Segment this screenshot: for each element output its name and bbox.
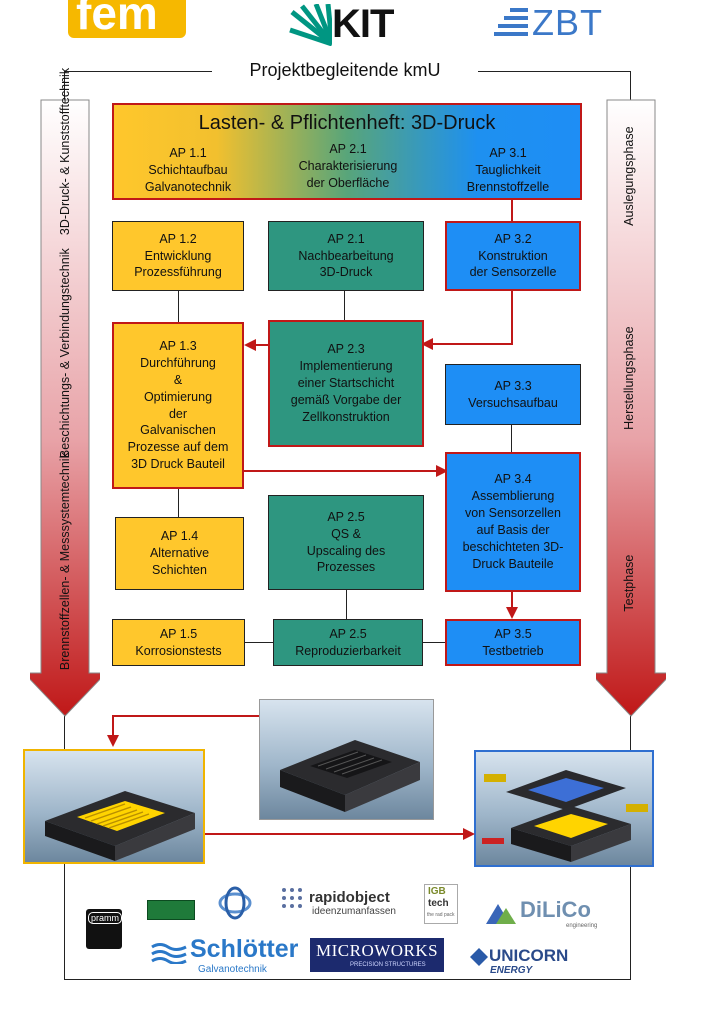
photo-conn-top-v [112,715,114,737]
photo-conn-bottom [205,833,463,835]
fem-logo: fem [68,0,186,38]
conn-12-13 [178,291,179,323]
zbt-logo-text: ZBT [532,2,603,43]
cell-render-left [23,749,205,864]
frame-right [630,71,631,101]
arrowhead-32-23 [421,338,433,350]
schloetter-logo-text: Schlötter [190,935,299,963]
conn-21-23 [344,291,345,320]
cell-render-middle [259,699,434,820]
fem-logo-text: fem [76,0,158,38]
left-label-3d: 3D-Druck- & Kunststofftechnik [57,67,72,236]
zbt-logo: ZBT [494,2,624,44]
conn-15-25b [245,642,273,643]
microworks-logo-sub: PRECISION STRUCTURES [350,962,426,968]
rapidobject-logo-sub: ideenzumanfassen [312,906,396,917]
sensor-cell-assembly-image [482,770,648,862]
pcb-logo [147,900,195,920]
pramm-logo-text: pramm [88,912,123,924]
zbt-stripes-icon [494,8,528,36]
kit-logo-text: KIT [332,2,394,46]
dilico-mark-icon [486,904,516,924]
schloetter-waves-icon [151,943,187,964]
right-label-herstellung: Herstellungsphase [621,326,636,430]
left-label-beschichtung: Beschichtungs- & Verbindungstechnik [57,248,72,459]
microworks-logo: MICROWORKS PRECISION STRUCTURES [310,938,444,972]
lastenheft-title: Lasten- & Pflichtenheft: 3D-Druck [198,112,496,134]
unicorn-mark-icon [470,948,488,966]
conn-32-23-h [430,343,513,345]
kit-logo: KIT [288,2,406,46]
rapidobject-logo-text: rapidobject [309,889,390,906]
schloetter-logo-sub: Galvanotechnik [198,964,267,975]
frame-top-right [478,71,630,72]
arrowhead-photo-top [107,735,119,747]
printed-part-image [280,740,420,812]
conn-25b-35 [423,642,445,643]
conn-34-35 [511,592,513,610]
pramm-logo: pramm [86,909,123,949]
igb-tech-logo: IGB tech the rad pack [424,884,458,924]
dilico-logo-text: DiLiCo [520,897,591,922]
conn-33-34 [511,425,512,452]
lastenheft-box: Lasten- & Pflichtenheft: 3D-Druck AP 1.1… [112,103,582,200]
frame-title: Projektbegleitende kmU [249,60,441,80]
left-label-brennstoff: Brennstoffzellen- & Messsystemtechnik [57,452,72,671]
cell-render-right [474,750,654,867]
right-label-auslegung: Auslegungsphase [621,126,636,226]
arrowhead-13-34 [436,465,448,477]
arrowhead-photo-bottom [463,828,475,840]
kit-fan-icon [289,4,332,46]
rapidobject-cube-icon [282,888,302,908]
igb-logo-sub: the rad pack [427,912,455,918]
conn-25-25b [346,590,347,619]
coated-cell-image [45,791,195,861]
conn-13-14 [178,489,179,517]
igb-logo-top: IGB [428,886,446,897]
frame-bottom [64,979,631,980]
right-phase-arrow [596,99,666,717]
dilico-logo-sub: engineering [566,923,598,929]
frame-left [64,71,65,101]
arrowhead-34-35 [506,607,518,619]
ring-logo-icon [218,886,252,920]
conn-23-13-h [254,344,268,346]
unicorn-logo-text: UNICORN [489,946,569,965]
microworks-logo-text: MICROWORKS [316,941,439,960]
arrowhead-23-13 [244,339,256,351]
igb-logo-bottom: tech [428,898,449,909]
conn-32-23-v [511,290,513,345]
right-label-test: Testphase [621,554,636,612]
conn-13-34-h [244,470,436,472]
conn-31-32 [511,200,513,222]
frame-top-left [64,71,212,72]
left-phase-arrow [30,99,100,717]
photo-conn-top-h [112,715,259,717]
unicorn-logo-sub: ENERGY [490,965,533,976]
